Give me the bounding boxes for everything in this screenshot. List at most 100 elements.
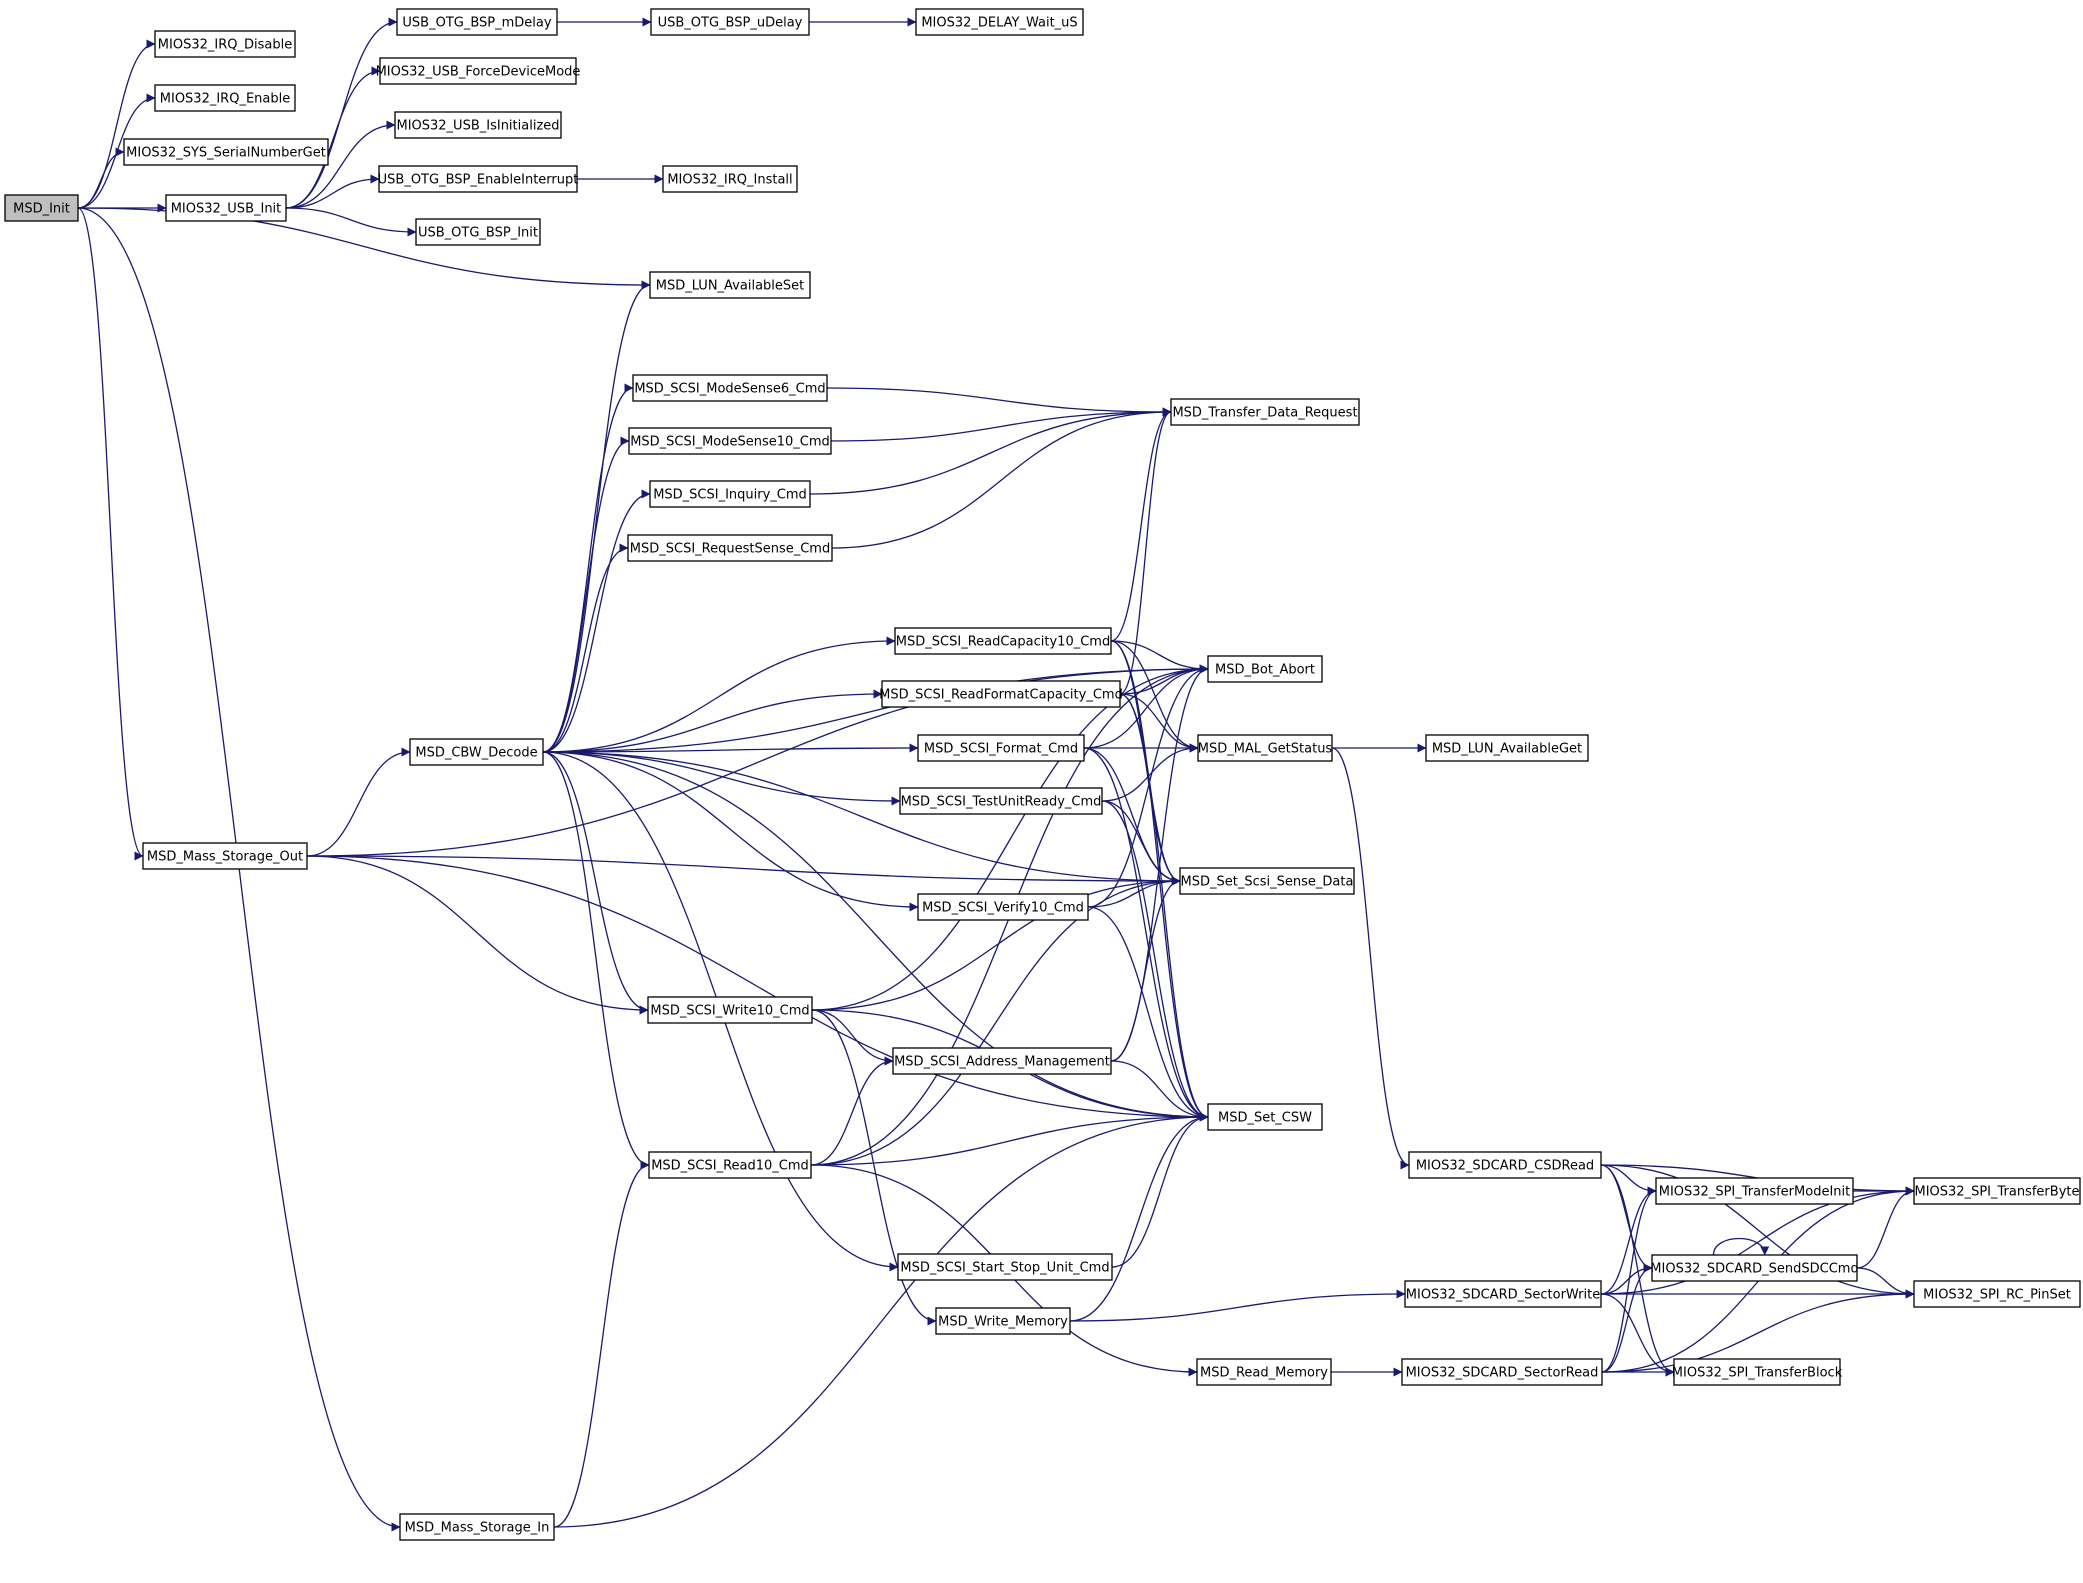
node-msd-scsi-format-cmd[interactable]: MSD_SCSI_Format_Cmd <box>917 734 1085 762</box>
node-box <box>1196 1358 1332 1386</box>
node-msd-scsi-readcapacity10-cmd[interactable]: MSD_SCSI_ReadCapacity10_Cmd <box>894 627 1112 655</box>
node-mios32-delay-wait-us[interactable]: MIOS32_DELAY_Wait_uS <box>915 8 1084 36</box>
edge-mios32-usb-init-to-mios32-usb-forcedevicemode <box>285 66 381 209</box>
node-mios32-sdcard-sectorread[interactable]: MIOS32_SDCARD_SectorRead <box>1401 1358 1603 1386</box>
node-box <box>1673 1358 1841 1386</box>
edge-msd-scsi-readcapacity10-cmd-to-msd-set-csw <box>1110 640 1209 1122</box>
node-box <box>165 194 287 222</box>
node-mios32-sdcard-csdread[interactable]: MIOS32_SDCARD_CSDRead <box>1408 1151 1602 1179</box>
node-box <box>1207 1103 1323 1131</box>
edge-msd-write-memory-to-mios32-sdcard-sectorwrite <box>1069 1289 1406 1322</box>
node-msd-write-memory[interactable]: MSD_Write_Memory <box>935 1307 1071 1335</box>
node-box <box>917 893 1089 921</box>
edge-msd-cbw-decode-to-msd-scsi-readformatcapacity-cmd <box>542 689 883 753</box>
node-msd-scsi-requestsense-cmd[interactable]: MSD_SCSI_RequestSense_Cmd <box>627 534 833 562</box>
edge-msd-cbw-decode-to-msd-scsi-inquiry-cmd <box>542 489 651 753</box>
node-label: MSD_Transfer_Data_Request <box>1172 406 1357 421</box>
node-label: MIOS32_IRQ_Enable <box>160 92 290 107</box>
node-usb-otg-bsp-enableinterrupt[interactable]: USB_OTG_BSP_EnableInterrupt <box>378 165 579 193</box>
node-msd-scsi-testunitready-cmd[interactable]: MSD_SCSI_TestUnitReady_Cmd <box>899 787 1103 815</box>
node-box <box>917 734 1085 762</box>
edge-mios32-sdcard-sectorread-to-mios32-spi-transfermodeinit <box>1601 1186 1657 1373</box>
edge-msd-scsi-testunitready-cmd-to-msd-mal-getstatus <box>1101 743 1199 802</box>
node-msd-set-csw[interactable]: MSD_Set_CSW <box>1207 1103 1323 1131</box>
node-msd-scsi-address-management[interactable]: MSD_SCSI_Address_Management <box>892 1047 1112 1075</box>
node-msd-scsi-write10-cmd[interactable]: MSD_SCSI_Write10_Cmd <box>647 996 813 1024</box>
node-mios32-spi-transferbyte[interactable]: MIOS32_SPI_TransferByte <box>1913 1177 2081 1205</box>
node-mios32-irq-disable[interactable]: MIOS32_IRQ_Disable <box>154 30 296 58</box>
node-label: MIOS32_SPI_TransferBlock <box>1672 1366 1843 1381</box>
node-label: MIOS32_USB_Init <box>171 202 282 217</box>
node-mios32-spi-transferblock[interactable]: MIOS32_SPI_TransferBlock <box>1672 1358 1843 1386</box>
node-box <box>4 194 79 222</box>
node-mios32-spi-transfermodeinit[interactable]: MIOS32_SPI_TransferModeInit <box>1655 1177 1854 1205</box>
node-box <box>628 427 832 455</box>
edge-msd-scsi-address-management-to-msd-set-csw <box>1110 1060 1209 1122</box>
node-label: MSD_SCSI_ReadCapacity10_Cmd <box>896 635 1110 650</box>
edge-msd-scsi-format-cmd-to-msd-set-csw <box>1083 747 1209 1122</box>
node-mios32-usb-isinitialized[interactable]: MIOS32_USB_IsInitialized <box>394 111 562 139</box>
node-label: MSD_SCSI_ModeSense6_Cmd <box>634 382 825 397</box>
node-msd-scsi-inquiry-cmd[interactable]: MSD_SCSI_Inquiry_Cmd <box>649 480 811 508</box>
node-label: USB_OTG_BSP_uDelay <box>658 16 803 31</box>
node-msd-scsi-readformatcapacity-cmd[interactable]: MSD_SCSI_ReadFormatCapacity_Cmd <box>879 680 1123 708</box>
node-msd-mass-storage-in[interactable]: MSD_Mass_Storage_In <box>399 1513 555 1541</box>
edge-msd-cbw-decode-to-msd-scsi-modesense10-cmd <box>542 436 630 753</box>
node-msd-mass-storage-out[interactable]: MSD_Mass_Storage_Out <box>142 842 308 870</box>
node-msd-mal-getstatus[interactable]: MSD_MAL_GetStatus <box>1197 734 1333 762</box>
node-box <box>647 996 813 1024</box>
node-label: USB_OTG_BSP_Init <box>418 226 538 241</box>
node-msd-transfer-data-request[interactable]: MSD_Transfer_Data_Request <box>1170 398 1360 426</box>
node-label: MIOS32_SPI_RC_PinSet <box>1923 1288 2071 1303</box>
node-label: MSD_Set_Scsi_Sense_Data <box>1181 875 1354 890</box>
node-mios32-irq-install[interactable]: MIOS32_IRQ_Install <box>662 165 798 193</box>
node-label: MSD_SCSI_ReadFormatCapacity_Cmd <box>879 688 1123 703</box>
node-box <box>1425 734 1589 762</box>
node-usb-otg-bsp-mdelay[interactable]: USB_OTG_BSP_mDelay <box>396 8 558 36</box>
node-msd-scsi-modesense6-cmd[interactable]: MSD_SCSI_ModeSense6_Cmd <box>632 374 828 402</box>
node-box <box>627 534 833 562</box>
node-box <box>649 480 811 508</box>
edge-msd-scsi-testunitready-cmd-to-msd-set-csw <box>1101 800 1209 1122</box>
node-msd-lun-availableset[interactable]: MSD_LUN_AvailableSet <box>649 271 811 299</box>
node-msd-scsi-modesense10-cmd[interactable]: MSD_SCSI_ModeSense10_Cmd <box>628 427 832 455</box>
node-label: MSD_SCSI_Verify10_Cmd <box>922 901 1084 916</box>
node-box <box>935 1307 1071 1335</box>
node-mios32-sdcard-sectorwrite[interactable]: MIOS32_SDCARD_SectorWrite <box>1404 1280 1602 1308</box>
node-mios32-usb-init[interactable]: MIOS32_USB_Init <box>165 194 287 222</box>
node-mios32-spi-rc-pinset[interactable]: MIOS32_SPI_RC_PinSet <box>1913 1280 2081 1308</box>
node-label: MIOS32_USB_IsInitialized <box>396 119 559 134</box>
node-label: MIOS32_DELAY_Wait_uS <box>921 16 1077 31</box>
edge-msd-init-to-mios32-sys-serialnumberget <box>77 147 125 209</box>
edge-msd-scsi-modesense10-cmd-to-msd-transfer-data-request <box>830 407 1172 442</box>
node-msd-init[interactable]: MSD_Init <box>4 194 79 222</box>
node-box <box>881 680 1121 708</box>
node-usb-otg-bsp-udelay[interactable]: USB_OTG_BSP_uDelay <box>650 8 810 36</box>
node-mios32-usb-forcedevicemode[interactable]: MIOS32_USB_ForceDeviceMode <box>376 57 581 85</box>
node-msd-scsi-verify10-cmd[interactable]: MSD_SCSI_Verify10_Cmd <box>917 893 1089 921</box>
node-msd-bot-abort[interactable]: MSD_Bot_Abort <box>1207 655 1323 683</box>
edge-msd-scsi-write10-cmd-to-msd-bot-abort <box>811 664 1209 1011</box>
node-box <box>899 787 1103 815</box>
node-msd-scsi-read10-cmd[interactable]: MSD_SCSI_Read10_Cmd <box>648 1151 812 1179</box>
node-msd-read-memory[interactable]: MSD_Read_Memory <box>1196 1358 1332 1386</box>
edge-msd-mass-storage-out-to-msd-scsi-write10-cmd <box>306 855 649 1015</box>
node-msd-scsi-start-stop-unit-cmd[interactable]: MSD_SCSI_Start_Stop_Unit_Cmd <box>897 1253 1113 1281</box>
node-box <box>378 165 578 193</box>
node-msd-lun-availableget[interactable]: MSD_LUN_AvailableGet <box>1425 734 1589 762</box>
node-label: MIOS32_SDCARD_SectorWrite <box>1406 1288 1600 1303</box>
node-msd-set-scsi-sense-data[interactable]: MSD_Set_Scsi_Sense_Data <box>1179 867 1355 895</box>
edge-msd-scsi-inquiry-cmd-to-msd-transfer-data-request <box>809 407 1172 495</box>
edge-msd-mass-storage-in-to-msd-set-csw <box>553 1112 1209 1528</box>
node-label: MSD_SCSI_Format_Cmd <box>924 742 1078 757</box>
node-box <box>1404 1280 1602 1308</box>
edge-mios32-sdcard-sectorwrite-to-mios32-spi-transferblock <box>1600 1293 1675 1377</box>
node-mios32-irq-enable[interactable]: MIOS32_IRQ_Enable <box>154 84 296 112</box>
node-msd-cbw-decode[interactable]: MSD_CBW_Decode <box>409 738 544 766</box>
node-label: MSD_Bot_Abort <box>1215 663 1315 678</box>
node-mios32-sdcard-sendsdccmd[interactable]: MIOS32_SDCARD_SendSDCCmd <box>1650 1254 1859 1282</box>
node-box <box>142 842 308 870</box>
node-mios32-sys-serialnumberget[interactable]: MIOS32_SYS_SerialNumberGet <box>123 138 329 166</box>
node-label: MSD_Mass_Storage_In <box>405 1521 550 1536</box>
node-usb-otg-bsp-init[interactable]: USB_OTG_BSP_Init <box>415 218 541 246</box>
